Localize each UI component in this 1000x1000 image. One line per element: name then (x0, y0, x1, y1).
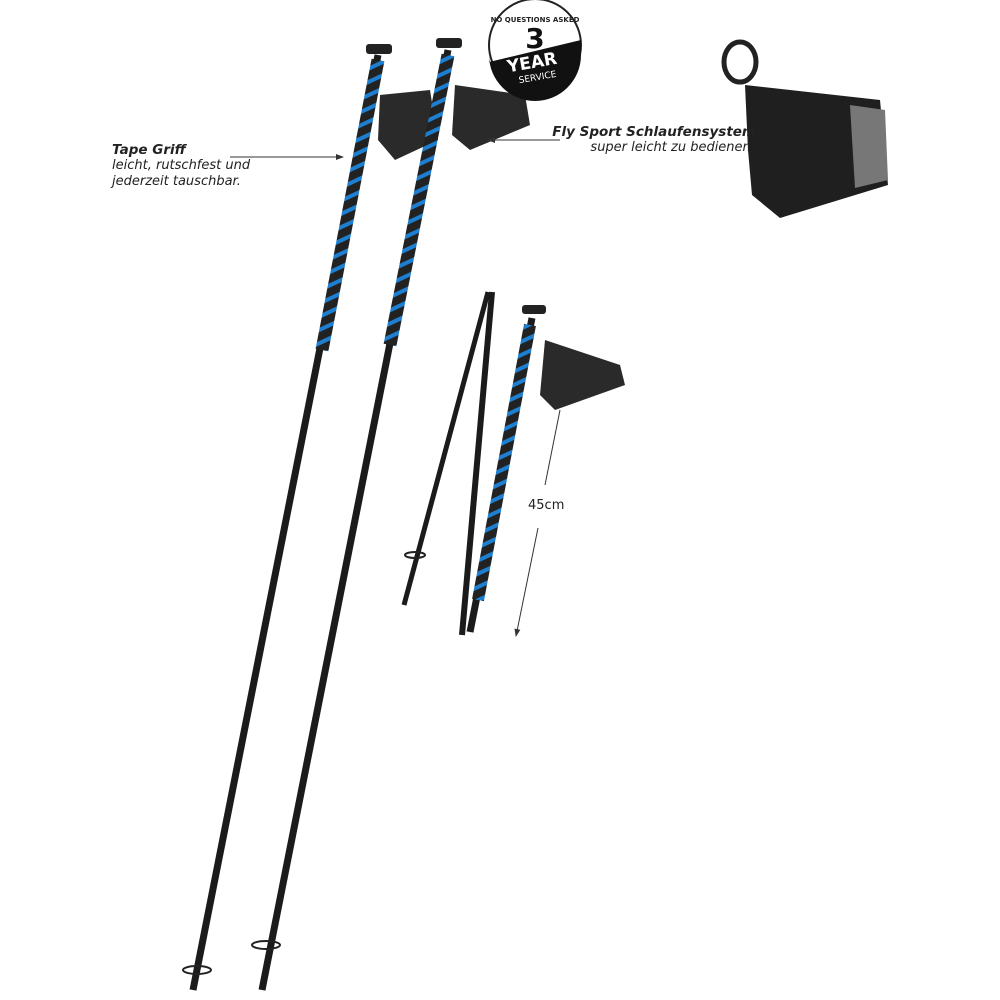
strap-callout: Fly Sport Schlaufensystem super leicht z… (540, 124, 756, 156)
strap-title: Fly Sport Schlaufensystem (552, 124, 756, 140)
strap-desc: super leicht zu bedienen! (590, 140, 756, 155)
folded-pole (401, 291, 625, 636)
pole-left (182, 44, 438, 991)
badge-top-text: NO QUESTIONS ASKED (491, 16, 580, 24)
pole-right (251, 38, 530, 991)
length-arrow-bottom (514, 527, 539, 637)
strap-detail-image (721, 39, 888, 218)
service-badge: NO QUESTIONS ASKED 3 YEAR SERVICE (488, 0, 582, 101)
grip-desc-1: leicht, rutschfest und (112, 158, 251, 173)
badge-number: 3 (525, 22, 544, 55)
grip-callout: Tape Griff leicht, rutschfest und jederz… (112, 142, 250, 190)
grip-title: Tape Griff (112, 142, 186, 158)
folded-length-label: 45cm (528, 498, 565, 513)
grip-desc-2: jederzeit tauschbar. (112, 174, 241, 189)
length-arrow-top (544, 409, 561, 486)
